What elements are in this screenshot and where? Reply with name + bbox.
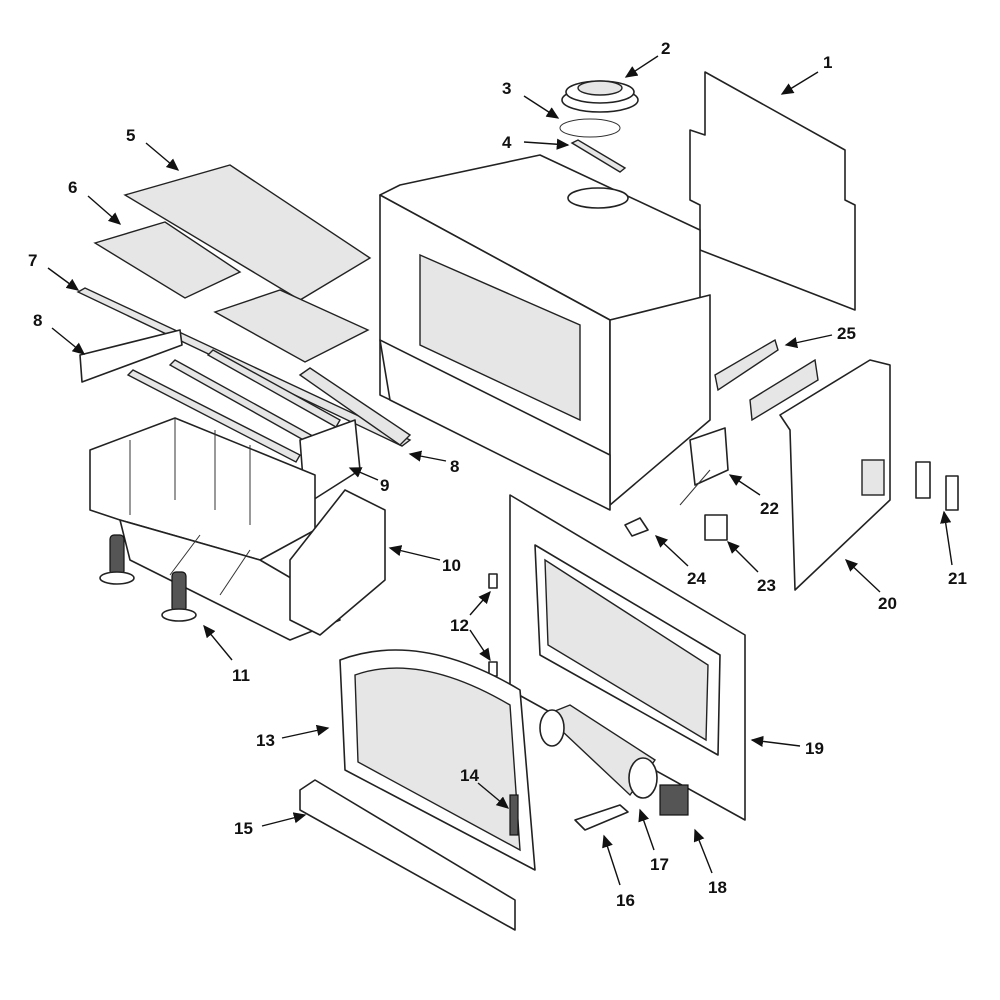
callout-10: 10 bbox=[442, 556, 461, 575]
callout-13: 13 bbox=[256, 731, 275, 750]
callout-5: 5 bbox=[126, 126, 135, 145]
callout-12: 12 bbox=[450, 616, 469, 635]
part-3-gasket bbox=[559, 118, 621, 138]
part-18-rheostat bbox=[659, 784, 689, 816]
callout-4: 4 bbox=[502, 133, 512, 152]
callout-2: 2 bbox=[661, 39, 670, 58]
callout-11: 11 bbox=[232, 666, 250, 685]
callout-8-left: 8 bbox=[33, 311, 42, 330]
callout-6: 6 bbox=[68, 178, 77, 197]
part-22-control bbox=[689, 427, 729, 486]
part-15-ash-lip bbox=[299, 779, 516, 931]
part-8-bracket-left bbox=[79, 329, 183, 383]
part-24-hinge bbox=[624, 517, 649, 537]
part-19-front-frame bbox=[509, 494, 746, 821]
part-11-legs bbox=[99, 534, 197, 622]
part-2-flue-collar bbox=[561, 80, 639, 113]
part-21-clip bbox=[945, 475, 959, 511]
part-21-clip bbox=[915, 461, 931, 499]
callout-7: 7 bbox=[28, 251, 37, 270]
callout-24: 24 bbox=[687, 569, 706, 588]
part-25-channel bbox=[749, 358, 819, 422]
callout-23: 23 bbox=[757, 576, 776, 595]
part-10-firebrick-set bbox=[89, 417, 386, 641]
callout-18: 18 bbox=[708, 878, 727, 897]
part-20-side-shield bbox=[779, 359, 891, 591]
part-23-switch bbox=[704, 514, 728, 541]
callout-1: 1 bbox=[823, 53, 832, 72]
callout-25: 25 bbox=[837, 324, 856, 343]
part-8-bracket-right bbox=[298, 367, 412, 446]
callout-arrows bbox=[47, 55, 953, 886]
part-5-baffle-board bbox=[123, 164, 372, 301]
callout-15: 15 bbox=[234, 819, 253, 838]
part-13-door bbox=[339, 649, 536, 871]
callout-8-right: 8 bbox=[450, 457, 459, 476]
callout-16: 16 bbox=[616, 891, 635, 910]
part-6-baffle-board bbox=[93, 221, 242, 299]
part-16-plate bbox=[574, 804, 629, 831]
callout-19: 19 bbox=[805, 739, 824, 758]
part-20-vent bbox=[861, 459, 885, 496]
callout-14: 14 bbox=[460, 766, 479, 785]
baffle-board bbox=[213, 289, 370, 363]
firebox-body bbox=[379, 154, 711, 511]
part-12-spacer-upper bbox=[488, 573, 498, 589]
callout-20: 20 bbox=[878, 594, 897, 613]
callout-3: 3 bbox=[502, 79, 511, 98]
part-17-blower bbox=[539, 704, 658, 799]
callout-22: 22 bbox=[760, 499, 779, 518]
part-1-rear-shield bbox=[689, 71, 856, 311]
callout-21: 21 bbox=[948, 569, 967, 588]
callout-17: 17 bbox=[650, 855, 669, 874]
callout-9: 9 bbox=[380, 476, 389, 495]
part-14-handle bbox=[509, 794, 519, 836]
part-4-strip bbox=[570, 139, 627, 173]
part-25-channel bbox=[714, 338, 779, 392]
